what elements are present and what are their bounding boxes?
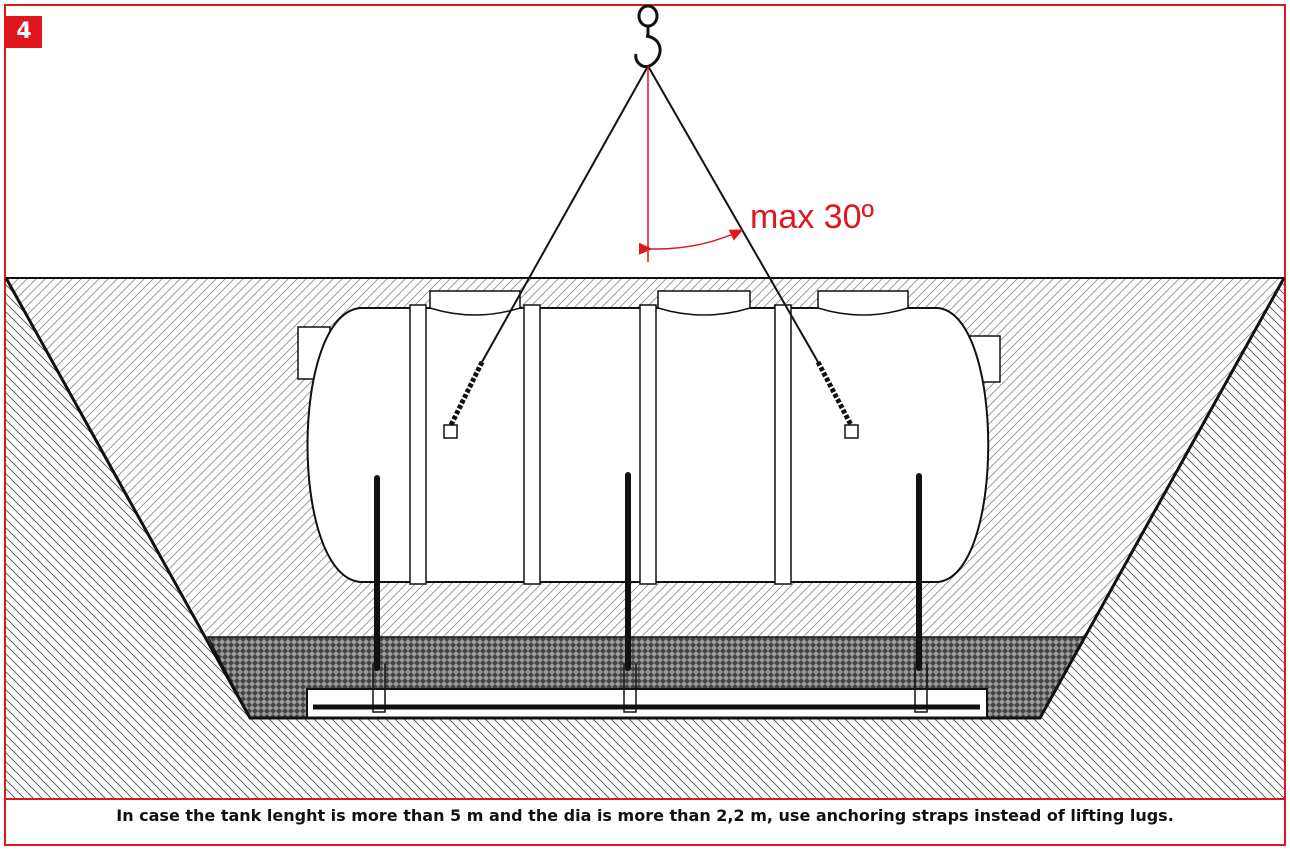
tank-rib xyxy=(409,304,427,585)
tank-rib xyxy=(774,304,792,585)
manhole-2 xyxy=(657,290,751,316)
angle-arc xyxy=(638,229,744,255)
sling-left xyxy=(481,65,649,363)
lifting-slings xyxy=(443,65,859,439)
underground-tank xyxy=(297,290,1001,585)
strap-loop xyxy=(914,663,928,713)
concrete-anchor-slab xyxy=(306,688,988,719)
caption-divider xyxy=(4,798,1286,800)
lifting-lug-right xyxy=(844,424,859,439)
step-badge: 4 xyxy=(6,16,42,48)
angle-label: max 30º xyxy=(750,198,874,236)
manhole-3 xyxy=(817,290,909,316)
angle-indicator: max 30º xyxy=(638,66,874,262)
crane-hook-icon xyxy=(634,4,662,69)
tank-rib xyxy=(639,304,657,585)
anchoring-straps xyxy=(372,472,928,713)
caption-text: In case the tank lenght is more than 5 m… xyxy=(116,806,1174,825)
pit-outline xyxy=(4,277,1286,720)
sling-right xyxy=(647,65,819,363)
strap-loop xyxy=(372,663,386,713)
lifting-lug-left xyxy=(443,424,458,439)
excavation-side-walls xyxy=(6,278,1284,798)
tank-rib xyxy=(523,304,541,585)
manhole-1 xyxy=(429,290,521,316)
strap-loop xyxy=(623,663,637,713)
